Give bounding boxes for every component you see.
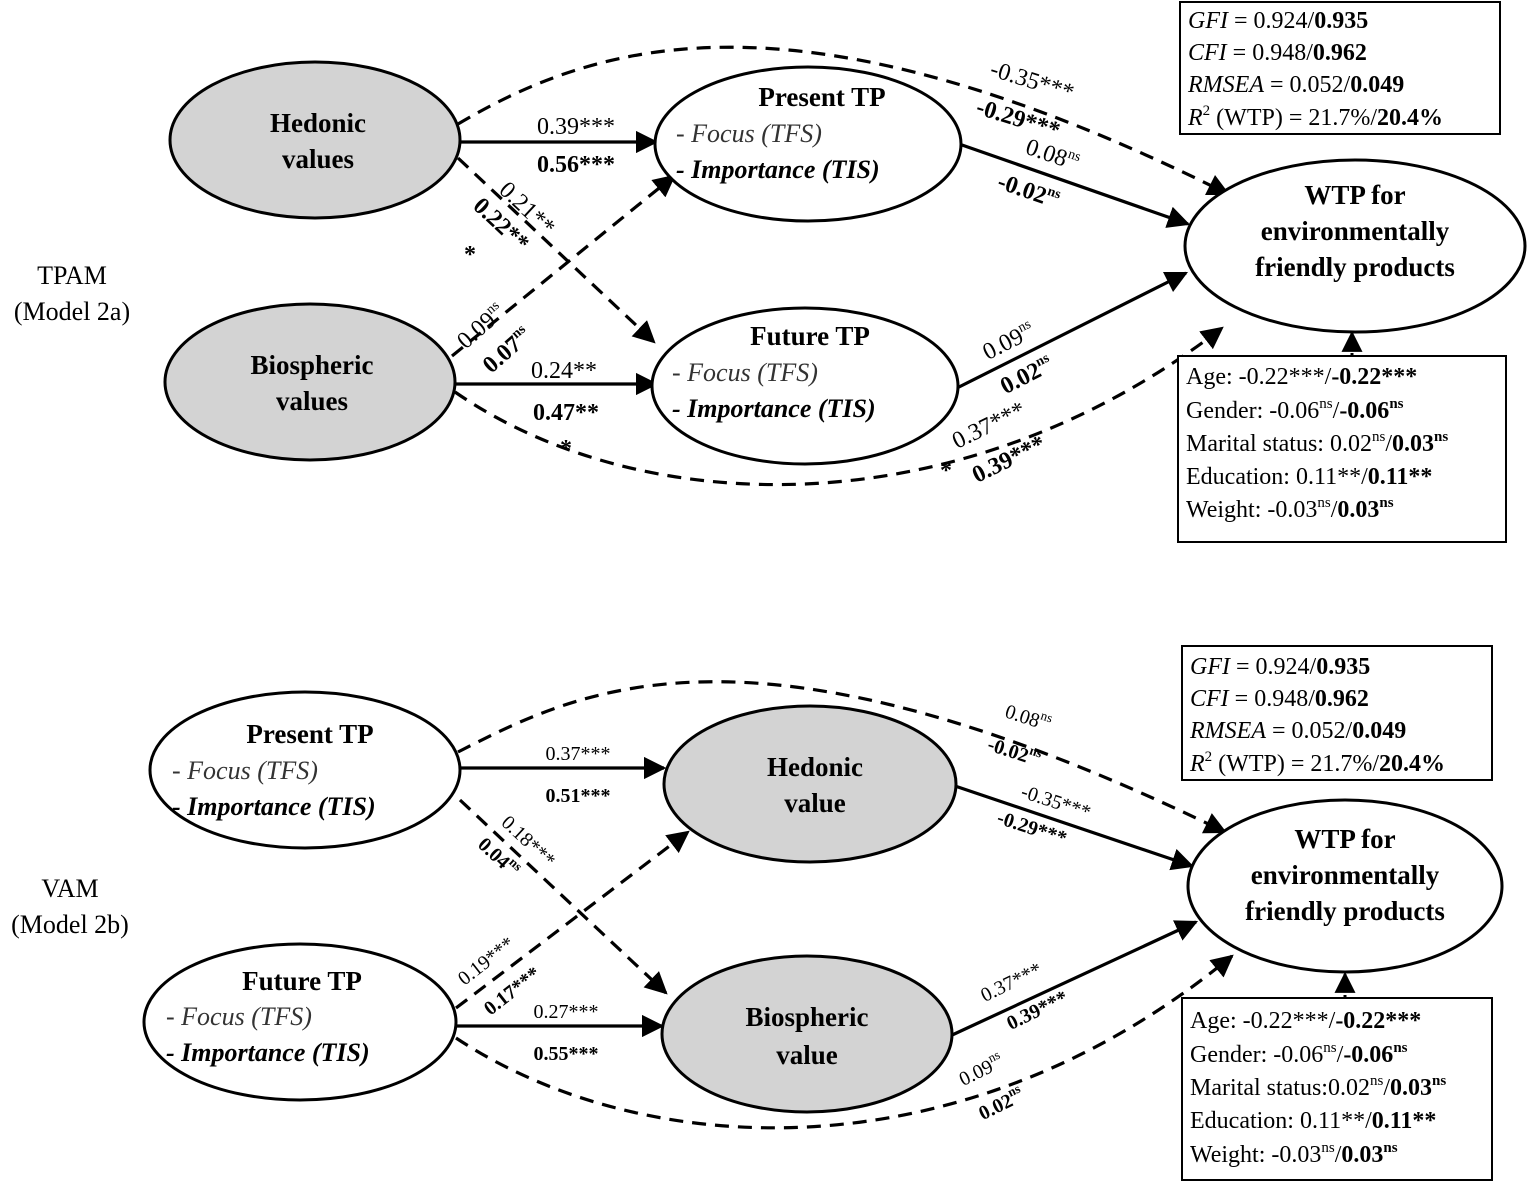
- node-importance: - Importance (TIS): [172, 792, 376, 821]
- node-title: Biospheric: [250, 350, 373, 380]
- hedonic-value-node: [662, 704, 958, 864]
- node-title: Hedonic: [767, 752, 863, 782]
- fit-cfi: CFI = 0.948/0.962: [1190, 686, 1369, 712]
- path-coefficient: -0.02ns: [985, 730, 1044, 771]
- wtp-node: [1186, 798, 1504, 974]
- biospheric-value-node: [660, 954, 954, 1114]
- path-coefficient: 0.09ns: [978, 317, 1039, 366]
- path-coefficient: -0.29***: [973, 94, 1063, 144]
- fit-gfi: GFI = 0.924/0.935: [1190, 654, 1370, 680]
- control-education: Education: 0.11**/0.11**: [1186, 464, 1432, 490]
- biospheric-values-node: [163, 302, 457, 462]
- edge-future-wtp: [455, 954, 1234, 1130]
- control-weight: Weight: -0.03ns/0.03ns: [1190, 1140, 1398, 1168]
- node-importance: - Importance (TIS): [166, 1038, 370, 1067]
- present-tp-node: [653, 65, 963, 223]
- edge-hedonic-wtp: [954, 784, 1195, 871]
- node-title: Present TP: [246, 719, 373, 749]
- hedonic-values-node: [168, 60, 462, 220]
- path-coefficient: 0.27***: [534, 1001, 599, 1023]
- path-coefficient: 0.56***: [537, 152, 615, 178]
- node-focus: - Focus (TFS): [676, 119, 822, 148]
- control-marital: Marital status:0.02ns/0.03ns: [1190, 1073, 1446, 1101]
- path-coefficient: *: [464, 242, 476, 268]
- control-age: Age: -0.22***/-0.22***: [1186, 364, 1417, 390]
- vam-model: VAM (Model 2b) Present TP - Focus (TFS) …: [11, 645, 1504, 1181]
- fit-gfi: GFI = 0.924/0.935: [1188, 8, 1368, 34]
- node-focus: - Focus (TFS): [172, 756, 318, 785]
- edge-present-wtp: [961, 143, 1191, 228]
- path-coefficient: 0.55***: [534, 1043, 599, 1065]
- edge-biospheric-present: [450, 174, 676, 358]
- path-coefficient: 0.02ns: [974, 1081, 1028, 1125]
- fit-r2: R2 (WTP) = 21.7%/20.4%: [1187, 103, 1443, 131]
- node-importance: - Importance (TIS): [676, 155, 880, 184]
- path-coefficient: 0.08ns: [1002, 697, 1054, 736]
- node-importance: - Importance (TIS): [672, 394, 876, 423]
- fit-cfi: CFI = 0.948/0.962: [1188, 40, 1367, 66]
- wtp-node: [1183, 158, 1527, 334]
- node-title: WTP for: [1304, 180, 1405, 210]
- fit-r2: R2 (WTP) = 21.7%/20.4%: [1189, 749, 1445, 777]
- node-title: values: [282, 144, 354, 174]
- control-marital: Marital status: 0.02ns/0.03ns: [1186, 429, 1448, 457]
- path-coefficient: 0.39***: [537, 114, 615, 140]
- control-gender: Gender: -0.06ns/-0.06ns: [1186, 396, 1404, 424]
- node-focus: - Focus (TFS): [672, 358, 818, 387]
- model-label: VAM: [41, 874, 98, 903]
- node-title: value: [776, 1040, 838, 1070]
- model-label: TPAM: [37, 261, 107, 290]
- path-coefficient: 0.51***: [546, 785, 611, 807]
- path-coefficient: 0.37***: [546, 743, 611, 765]
- control-weight: Weight: -0.03ns/0.03ns: [1186, 495, 1394, 523]
- controls-box: [1181, 997, 1493, 1181]
- node-title: value: [784, 788, 846, 818]
- path-coefficient: 0.24**: [531, 358, 597, 384]
- model-sublabel: (Model 2b): [11, 910, 129, 939]
- edge-future-wtp: [956, 271, 1189, 390]
- node-focus: - Focus (TFS): [166, 1002, 312, 1031]
- edge-hedonic-wtp: [457, 45, 1231, 196]
- future-tp-node: [650, 306, 960, 466]
- edge-present-wtp: [457, 680, 1228, 834]
- node-title: friendly products: [1255, 252, 1455, 282]
- path-coefficient: 0.47**: [533, 400, 599, 426]
- model-sublabel: (Model 2a): [14, 297, 130, 326]
- node-title: WTP for: [1294, 824, 1395, 854]
- control-education: Education: 0.11**/0.11**: [1190, 1108, 1436, 1134]
- node-title: environmentally: [1251, 860, 1440, 890]
- present-tp-node: [148, 690, 462, 850]
- future-tp-node: [142, 942, 458, 1102]
- node-title: Biospheric: [745, 1002, 868, 1032]
- fit-rmsea: RMSEA = 0.052/0.049: [1189, 718, 1406, 744]
- node-title: Present TP: [758, 82, 885, 112]
- tpam-model: TPAM (Model 2a) Hedonic values Biospheri…: [14, 1, 1527, 543]
- node-title: environmentally: [1261, 216, 1450, 246]
- path-coefficient: *: [940, 458, 952, 484]
- node-title: Future TP: [750, 321, 870, 351]
- path-coefficient: *: [560, 436, 572, 462]
- node-title: Future TP: [242, 966, 362, 996]
- path-coefficient: -0.02ns: [994, 168, 1063, 214]
- node-title: values: [276, 386, 348, 416]
- path-coefficient: 0.09ns: [954, 1047, 1007, 1091]
- fit-rmsea: RMSEA = 0.052/0.049: [1187, 72, 1404, 98]
- fit-statistics-box: [1179, 1, 1501, 135]
- edge-future-hedonic: [455, 830, 690, 1010]
- node-title: Hedonic: [270, 108, 366, 138]
- edge-present-biospheric: [458, 798, 668, 995]
- control-age: Age: -0.22***/-0.22***: [1190, 1008, 1421, 1034]
- node-title: friendly products: [1245, 896, 1445, 926]
- controls-box: [1177, 355, 1507, 543]
- edge-biospheric-wtp: [454, 326, 1224, 487]
- edge-biospheric-wtp: [949, 920, 1199, 1038]
- fit-statistics-box: [1181, 645, 1493, 781]
- control-gender: Gender: -0.06ns/-0.06ns: [1190, 1040, 1408, 1068]
